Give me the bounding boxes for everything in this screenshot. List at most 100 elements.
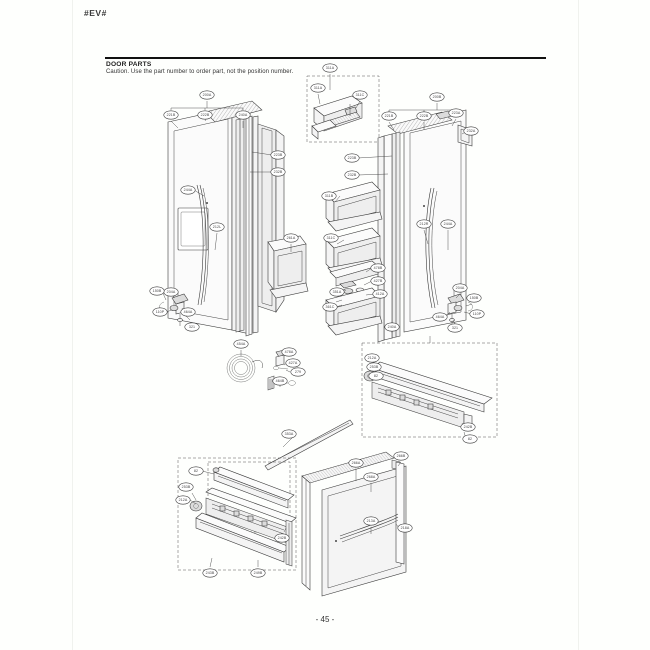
callout-bubble	[178, 482, 194, 492]
callout-82: 82	[188, 466, 204, 476]
callout-279: 279	[290, 367, 306, 377]
callout-bubble	[209, 222, 225, 232]
callout-label: 232B	[348, 173, 357, 177]
callout-212A: 212A	[364, 353, 380, 363]
callout-311A: 311A	[310, 83, 326, 93]
page-footer: - 45 -	[315, 615, 335, 624]
callout-311C: 311C	[352, 90, 368, 100]
callout-label: 244A	[184, 188, 193, 192]
callout-361C: 361C	[322, 302, 338, 312]
callout-label: 218A	[401, 526, 410, 530]
callout-label: 82	[468, 437, 472, 441]
callout-bubble	[370, 276, 386, 286]
callout-bubble	[352, 90, 368, 100]
callout-200A: 200A	[199, 90, 215, 100]
callout-bubble	[281, 429, 297, 439]
callout-bubble	[184, 322, 200, 332]
callout-240A: 240A	[384, 322, 400, 332]
callout-bubble	[329, 287, 345, 297]
callout-label: 221B	[167, 113, 176, 117]
callout-321: 321	[184, 322, 200, 332]
callout-label: 212A	[368, 356, 377, 360]
callout-label: 361C	[326, 305, 335, 309]
caution-text: Caution. Use the part number to order pa…	[106, 69, 294, 75]
callout-244A: 244A	[440, 219, 456, 229]
callout-label: 223B	[348, 156, 357, 160]
callout-212R: 212R	[416, 219, 432, 229]
callout-label: 311B	[325, 194, 334, 198]
callout-150B: 150B	[466, 293, 482, 303]
callout-bubble	[322, 63, 338, 73]
callout-bubble	[344, 153, 360, 163]
callout-212A: 212A	[175, 495, 191, 505]
callout-label: 279	[295, 370, 301, 374]
callout-label: 240A	[239, 113, 248, 117]
callout-454A: 454A	[233, 339, 249, 349]
callout-232A: 232A	[463, 126, 479, 136]
callout-bubble	[175, 495, 191, 505]
right-door-assembly	[377, 109, 473, 343]
callout-244A: 244A	[180, 185, 196, 195]
callout-label: 200A	[203, 93, 212, 97]
callout-bubble	[180, 185, 196, 195]
callout-412A: 412A	[372, 289, 388, 299]
callout-bubble	[363, 472, 379, 482]
callout-label: 464A	[184, 310, 193, 314]
left-door-callout-bracket	[170, 101, 292, 252]
callout-label: 427A	[289, 361, 298, 365]
callout-351A: 351A	[329, 287, 345, 297]
callout-label: 222B	[201, 113, 210, 117]
callout-464A: 464A	[432, 312, 448, 322]
callout-bubble	[384, 322, 400, 332]
callout-label: 204A	[167, 290, 176, 294]
callout-bubble	[466, 293, 482, 303]
callout-label: 454A	[237, 342, 246, 346]
section-title: DOOR PARTS	[106, 61, 152, 68]
callout-204A: 204A	[163, 287, 179, 297]
callout-242B: 242B	[460, 422, 476, 432]
callout-bubble	[321, 191, 337, 201]
callout-bubble	[188, 466, 204, 476]
callout-240A: 240A	[235, 110, 251, 120]
callout-222B: 222B	[197, 110, 213, 120]
callout-223B: 223B	[344, 153, 360, 163]
callout-label: 82	[374, 374, 378, 378]
callout-110P: 110P	[152, 307, 168, 317]
callout-label: 353A	[285, 432, 294, 436]
callout-label: 222B	[420, 114, 429, 118]
page-left-margin-edge	[72, 0, 73, 650]
callout-bubble	[432, 312, 448, 322]
callout-200B: 200B	[429, 92, 445, 102]
callout-311B: 311B	[321, 191, 337, 201]
callout-label: 478B	[374, 266, 383, 270]
callout-bubble	[416, 219, 432, 229]
callout-222B: 222B	[416, 111, 432, 121]
callout-311A: 311A	[322, 63, 338, 73]
callout-label: 268A	[367, 475, 376, 479]
callout-218A: 218A	[397, 523, 413, 533]
callout-249B: 249B	[250, 568, 266, 578]
callout-label: 412A	[376, 292, 385, 296]
callout-110P: 110P	[469, 309, 485, 319]
right-door-callout-bracket	[357, 103, 468, 250]
callout-label: 464B	[276, 379, 285, 383]
callout-212L: 212L	[209, 222, 225, 232]
callout-150B: 150B	[149, 286, 165, 296]
callout-353A: 353A	[281, 429, 297, 439]
callout-label: 311A	[326, 66, 335, 70]
callout-label: 110P	[156, 310, 165, 314]
callout-label: 351A	[333, 290, 342, 294]
callout-221B: 221B	[163, 110, 179, 120]
lower-handle-rail-box	[177, 457, 297, 571]
callout-label: 311C	[356, 93, 365, 97]
callout-label: 261A	[287, 236, 296, 240]
callout-label: 200B	[433, 95, 442, 99]
callout-253B: 253B	[178, 482, 194, 492]
callout-label: 150B	[153, 289, 162, 293]
callout-label: 221B	[385, 114, 394, 118]
callout-261A: 261A	[283, 233, 299, 243]
callout-label: 242B	[464, 425, 473, 429]
page-right-margin-edge	[578, 0, 579, 650]
callout-bubble	[270, 150, 286, 160]
callout-label: 240A	[388, 325, 397, 329]
